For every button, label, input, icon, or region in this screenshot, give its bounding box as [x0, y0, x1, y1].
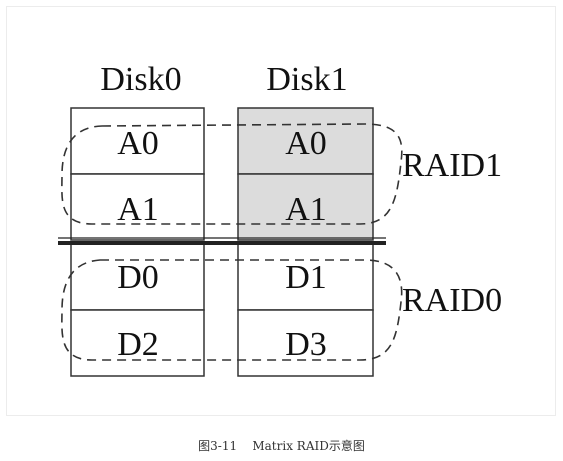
disk1-cell-d3	[237, 309, 374, 377]
disk1-cell-d3-label: D3	[285, 326, 327, 363]
disk1-cell-a1	[237, 173, 374, 241]
disk1-cell-a1-label: A1	[285, 191, 327, 228]
disk0-cell-d2	[70, 309, 205, 377]
disk0-cell-d2-label: D2	[117, 326, 159, 363]
disk0-cell-a1	[70, 173, 205, 241]
disk0-cell-a1-label: A1	[117, 191, 159, 228]
disk1-cell-a0	[237, 107, 374, 175]
raid1-group-outline	[61, 123, 403, 225]
disk1-cell-a0-label: A0	[285, 125, 327, 162]
disk1-label: Disk1	[266, 61, 347, 98]
disk0-cell-d0	[70, 243, 205, 311]
raid1-label: RAID1	[402, 147, 502, 184]
disk1-cell-d1	[237, 243, 374, 311]
disk0-label: Disk0	[100, 61, 181, 98]
disk0-cell-a0-label: A0	[117, 125, 159, 162]
disk1-cell-d1-label: D1	[285, 259, 327, 296]
figure-caption: 图3-11 Matrix RAID示意图	[198, 439, 365, 453]
disk0-cell-d0-label: D0	[117, 259, 159, 296]
raid0-label: RAID0	[402, 282, 502, 319]
raid0-group-outline	[61, 259, 403, 361]
disk0-cell-a0	[70, 107, 205, 175]
partition-divider	[58, 237, 386, 245]
